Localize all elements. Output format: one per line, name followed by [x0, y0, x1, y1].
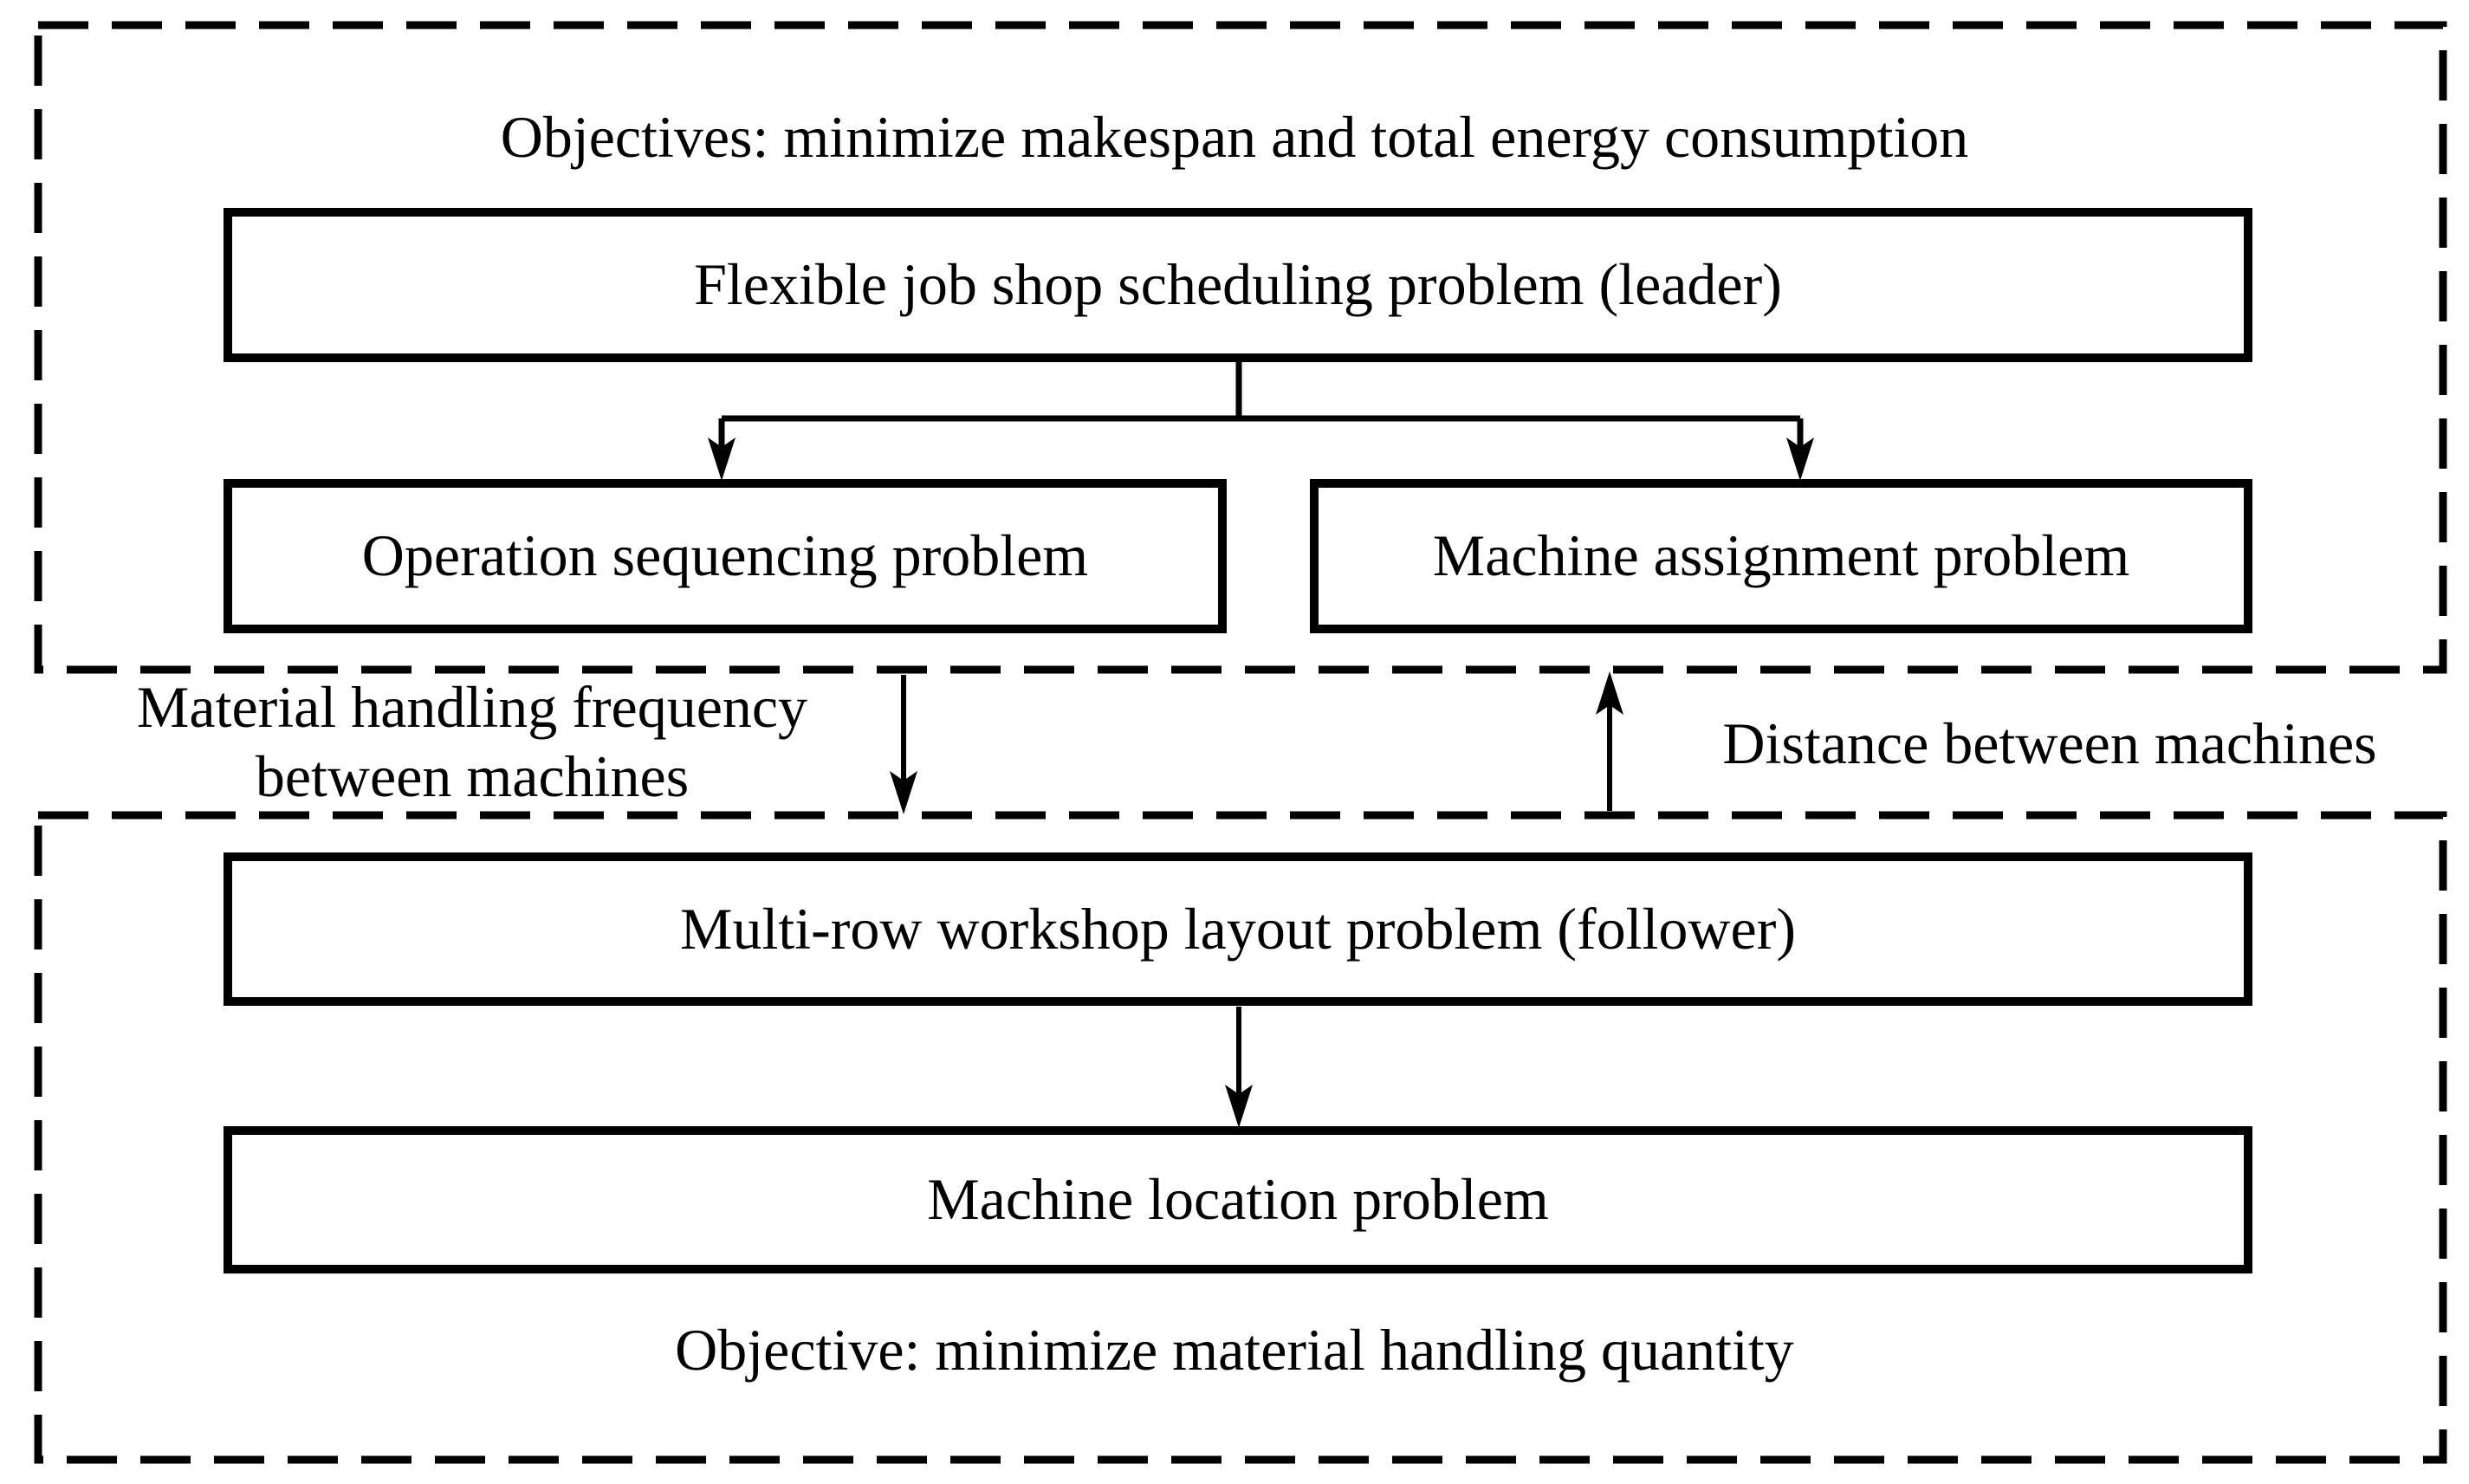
- distance-label: Distance between machines: [1660, 707, 2440, 780]
- leader-split-connector-line: [718, 362, 1804, 449]
- material-frequency-down-arrowhead-icon: [890, 771, 917, 814]
- material-frequency-label-line1: Material handling frequency: [136, 673, 808, 740]
- follower-problem-label: Multi-row workshop layout problem (follo…: [680, 895, 1796, 962]
- arrowhead-to-machine-assignment-icon: [1786, 437, 1814, 481]
- lower-objective-label: Objective: minimize material handling qu…: [0, 1310, 2469, 1390]
- material-frequency-label-line2: between machines: [255, 743, 690, 809]
- distance-label-text: Distance between machines: [1722, 710, 2377, 776]
- upper-objectives-label: Objectives: minimize makespan and total …: [0, 94, 2469, 180]
- material-frequency-label: Material handling frequency between mach…: [82, 669, 862, 814]
- machine-location-label: Machine location problem: [927, 1166, 1549, 1233]
- arrowhead-to-operation-sequencing-icon: [708, 437, 736, 481]
- operation-sequencing-box: Operation sequencing problem: [224, 479, 1227, 633]
- follower-to-location-arrowhead-icon: [1225, 1085, 1253, 1128]
- machine-assignment-box: Machine assignment problem: [1310, 479, 2252, 633]
- distance-up-arrowhead-icon: [1596, 671, 1623, 715]
- operation-sequencing-label: Operation sequencing problem: [361, 522, 1089, 589]
- upper-objectives-text: Objectives: minimize makespan and total …: [500, 103, 1969, 170]
- follower-problem-box: Multi-row workshop layout problem (follo…: [224, 852, 2252, 1006]
- lower-dashed-region-border: [34, 811, 2447, 1464]
- leader-problem-box: Flexible job shop scheduling problem (le…: [224, 208, 2252, 362]
- lower-objective-text: Objective: minimize material handling qu…: [675, 1316, 1794, 1383]
- machine-assignment-label: Machine assignment problem: [1432, 522, 2130, 589]
- leader-problem-label: Flexible job shop scheduling problem (le…: [694, 251, 1782, 318]
- machine-location-box: Machine location problem: [224, 1126, 2252, 1273]
- upper-dashed-region-border: [34, 21, 2447, 674]
